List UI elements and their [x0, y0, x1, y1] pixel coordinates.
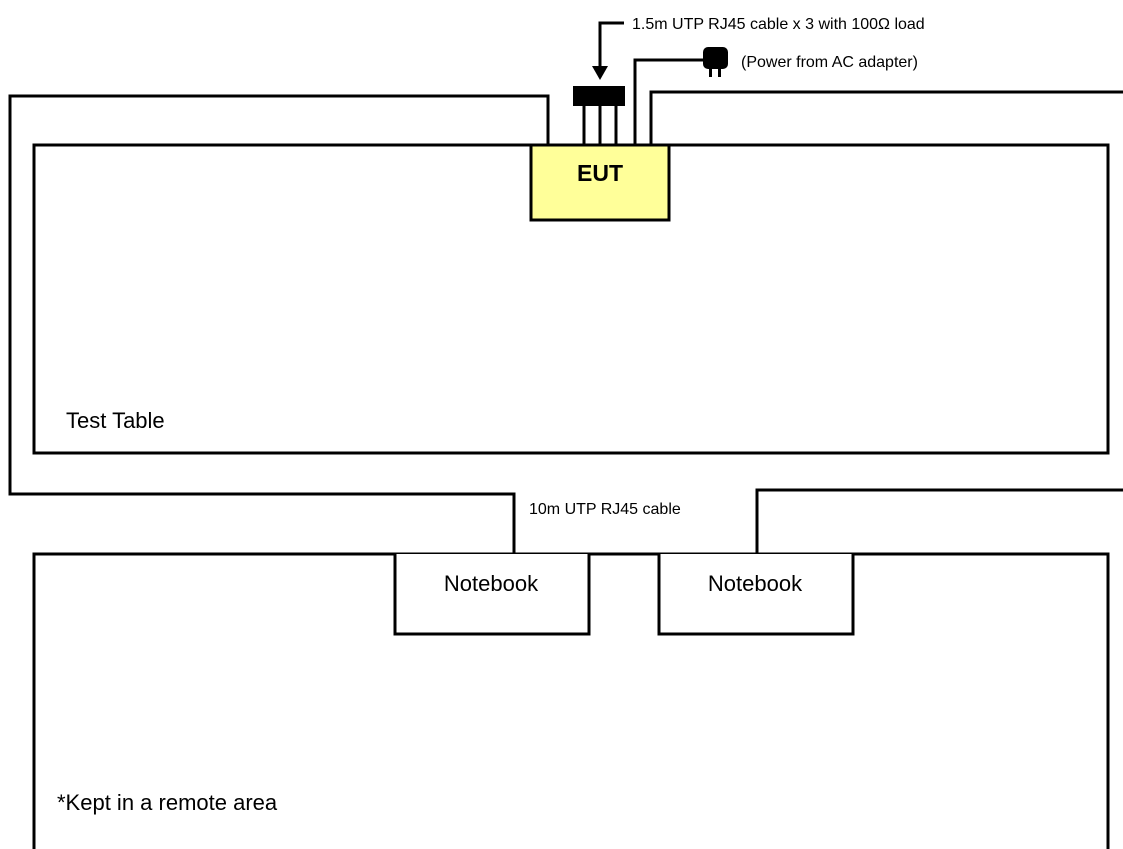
left-lan-cable: [8, 94, 550, 554]
notebook-right-box: [657, 554, 855, 636]
eut-box: [529, 143, 671, 222]
test-table-label: Test Table: [66, 408, 165, 433]
down-arrow-icon: [598, 21, 624, 68]
remote-area-label: *Kept in a remote area: [57, 790, 278, 815]
right-lan-cable-lower: [755, 488, 1123, 554]
rj45-load-cable-label: 1.5m UTP RJ45 cable x 3 with 100Ω load: [632, 16, 925, 33]
notebook-right-label: Notebook: [708, 571, 803, 596]
right-lan-cable-upper: [649, 90, 1123, 145]
power-cable: [633, 58, 706, 145]
power-plug-icon: [703, 47, 728, 77]
eut-label: EUT: [577, 160, 623, 186]
down-arrow-head: [592, 66, 608, 80]
power-source-label: (Power from AC adapter): [741, 54, 918, 71]
rj45-load-block-icon: [573, 86, 625, 106]
lan-cable-label: 10m UTP RJ45 cable: [529, 501, 681, 518]
notebook-left-box: [393, 554, 591, 636]
notebook-left-label: Notebook: [444, 571, 539, 596]
